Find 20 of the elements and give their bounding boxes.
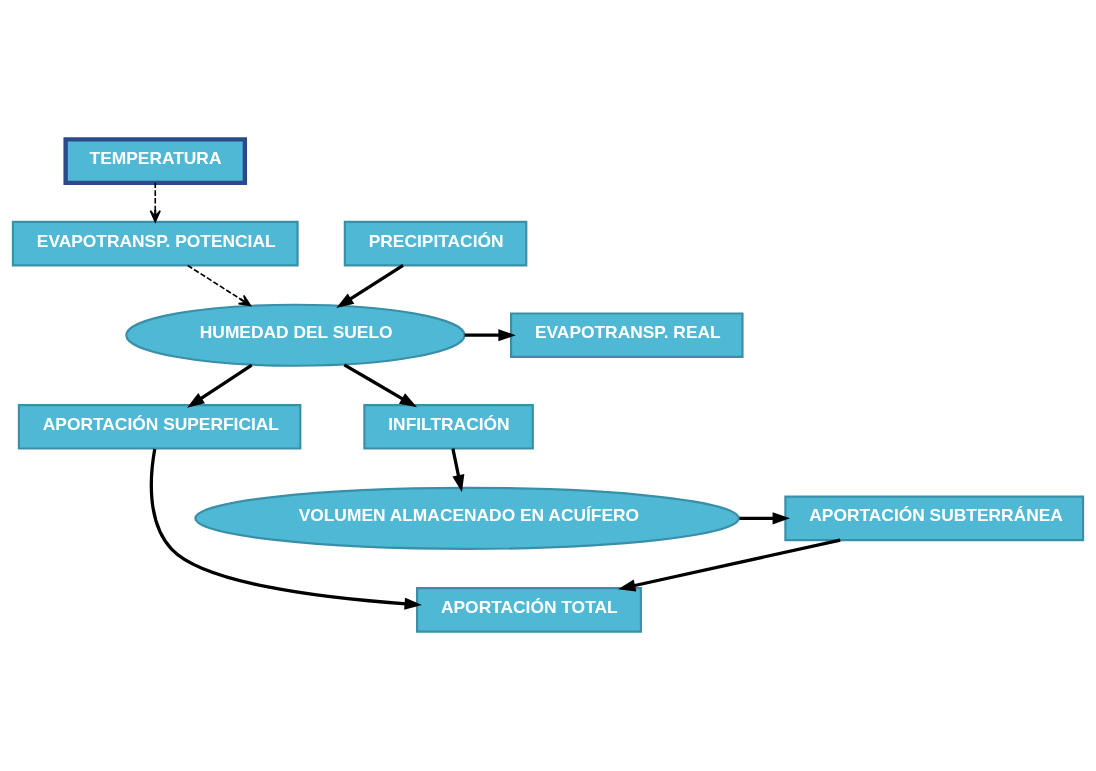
node-box: EVAPOTRANSP. REAL [509,312,744,359]
arrow [336,264,404,309]
node-box: TEMPERATURA [63,137,248,185]
node-box: APORTACIÓN SUBTERRÁNEA [784,495,1085,542]
node-box: APORTACIÓN SUPERFICIAL [17,403,302,450]
node-ellipse: HUMEDAD DEL SUELO [125,303,466,367]
node-box: INFILTRACIÓN [363,403,534,450]
node-ellipse: VOLUMEN ALMACENADO EN ACUÍFERO [194,486,740,550]
arrow [186,264,252,307]
arrow [451,448,465,493]
arrow [149,448,422,610]
arrow [618,538,841,592]
node-box: APORTACIÓN TOTAL [416,587,642,633]
node-box: PRECIPITACIÓN [343,220,528,267]
arrow [149,182,161,223]
arrow [464,329,516,342]
arrow [739,512,790,525]
arrow [187,363,253,408]
node-box: EVAPOTRANSP. POTENCIAL [11,220,299,267]
arrow [343,363,418,408]
